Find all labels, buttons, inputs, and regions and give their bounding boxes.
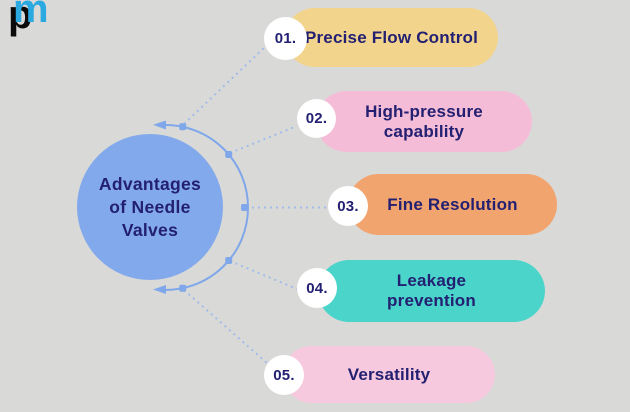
central-topic: Advantages of Needle Valves xyxy=(77,134,223,280)
connector-node xyxy=(179,284,187,292)
advantage-pill-4: Leakage prevention xyxy=(318,260,545,322)
central-topic-title: Advantages of Needle Valves xyxy=(98,173,202,240)
connector-dotted-line xyxy=(183,45,267,125)
brand-logo: p m xyxy=(6,0,60,60)
connector-dotted-line xyxy=(229,260,298,290)
advantage-number-2: 02. xyxy=(305,110,328,127)
connector-node xyxy=(225,151,233,158)
advantage-pill-5: Versatility xyxy=(283,346,495,403)
advantage-label-5: Versatility xyxy=(347,364,431,384)
advantage-number-badge-2: 02. xyxy=(297,99,336,138)
advantage-number-1: 01. xyxy=(274,30,297,47)
advantage-pill-1: Precise Flow Control xyxy=(285,8,498,67)
logo-letter-p: p xyxy=(8,0,32,37)
arc-arrow-top xyxy=(153,120,166,130)
connector-dotted-line xyxy=(183,289,268,364)
connector-node xyxy=(241,204,248,211)
connector-dotted-line xyxy=(229,125,298,154)
advantage-number-5: 05. xyxy=(273,366,295,384)
advantage-number-3: 03. xyxy=(337,197,359,215)
logo-letter-m: m xyxy=(13,0,49,31)
advantage-number-badge-1: 01. xyxy=(264,17,307,60)
advantage-number-4: 04. xyxy=(306,279,328,297)
advantage-label-4: Leakage prevention xyxy=(387,271,476,310)
advantage-label-3: Fine Resolution xyxy=(387,194,518,214)
advantage-pill-3: Fine Resolution xyxy=(348,174,557,235)
advantage-number-badge-4: 04. xyxy=(297,268,337,308)
advantage-number-badge-3: 03. xyxy=(328,186,368,226)
advantage-label-2: High-pressure capability xyxy=(365,101,483,141)
connector-node xyxy=(225,257,233,264)
advantage-label-1: Precise Flow Control xyxy=(304,27,479,47)
advantage-pill-2: High-pressure capability xyxy=(316,91,532,152)
advantage-number-badge-5: 05. xyxy=(264,355,304,395)
arc-arrow-bottom xyxy=(153,285,166,294)
connector-node xyxy=(179,123,187,131)
